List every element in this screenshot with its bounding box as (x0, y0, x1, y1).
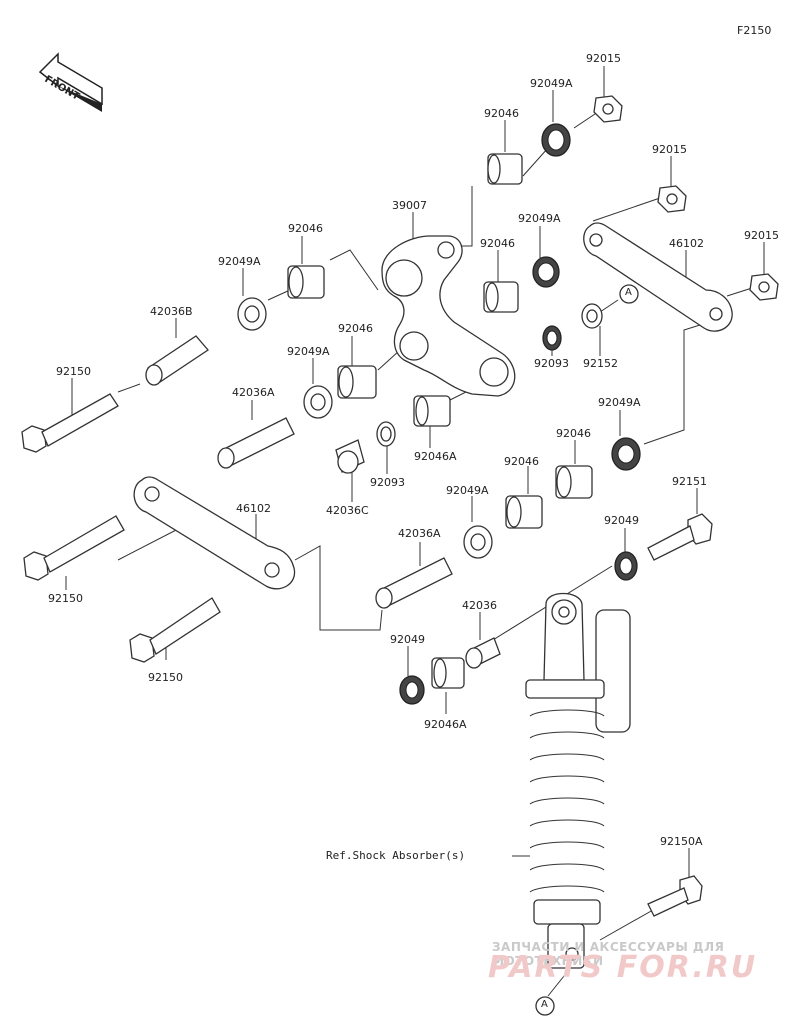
nut-92015-b (657, 185, 687, 213)
tie-rod-46102-lower (133, 476, 296, 590)
part-label: 46102 (669, 237, 704, 250)
part-label: 92049A (518, 212, 561, 225)
bearing-92046-6 (505, 495, 543, 529)
part-label: 92046A (414, 450, 457, 463)
collar-42036b (145, 335, 209, 386)
bolt-92150-3 (129, 597, 221, 663)
part-label: 92150A (660, 835, 703, 848)
seal-92049a-6 (463, 525, 493, 559)
washer-92152 (581, 303, 603, 329)
seal-92049a-2 (532, 256, 560, 288)
seal-92049a-4 (303, 385, 333, 419)
part-label: 92046 (480, 237, 515, 250)
nut-92015-c (749, 273, 779, 301)
bearing-92046-1 (487, 153, 523, 185)
callout-letter: A (625, 287, 632, 298)
bolt-92150-1 (21, 393, 119, 453)
collar-42036c (335, 439, 365, 474)
part-label: 92049A (218, 255, 261, 268)
collar-42036 (465, 637, 501, 669)
part-label: 92049A (530, 77, 573, 90)
bearing-92046a-1 (413, 395, 451, 427)
part-label: 92049A (446, 484, 489, 497)
part-label: 46102 (236, 502, 271, 515)
part-label: 92093 (370, 476, 405, 489)
figure-code: F2150 (737, 24, 772, 37)
part-label: 42036A (232, 386, 275, 399)
bearing-92046-3 (483, 281, 519, 313)
part-label: 92046 (484, 107, 519, 120)
seal-92049-a (614, 551, 638, 581)
seal-92049-b (399, 675, 425, 705)
seal-92049a-1 (541, 123, 571, 157)
seal-92093-a (542, 325, 562, 351)
callout-circle-a-top (619, 284, 639, 304)
callout-circle-a-bottom (535, 996, 555, 1016)
part-label: 92150 (56, 365, 91, 378)
part-label: 92049A (287, 345, 330, 358)
part-label: 92093 (534, 357, 569, 370)
part-label: 92046 (504, 455, 539, 468)
part-label: 92049 (604, 514, 639, 527)
shock-absorber (525, 592, 631, 969)
bearing-92046-2 (287, 265, 325, 299)
tie-rod-46102-upper (583, 222, 733, 332)
collar-42036a-2 (375, 557, 453, 609)
bearing-92046a-2 (431, 657, 465, 689)
callout-letter: A (541, 999, 548, 1010)
part-label: 42036 (462, 599, 497, 612)
part-label: 92049 (390, 633, 425, 646)
nut-92015-a (593, 95, 623, 123)
part-label: 92049A (598, 396, 641, 409)
part-label: 39007 (392, 199, 427, 212)
bolt-92150a (647, 875, 703, 917)
leader-lines (65, 66, 765, 997)
part-label: 42036B (150, 305, 193, 318)
part-label: 92046 (556, 427, 591, 440)
seal-92049a-5 (611, 437, 641, 471)
part-label: 92150 (48, 592, 83, 605)
watermark-brand: PARTS FOR.RU (488, 950, 758, 985)
seal-92093-b (376, 421, 396, 447)
part-label: 42036A (398, 527, 441, 540)
part-label: 92015 (744, 229, 779, 242)
front-arrow-icon (38, 52, 103, 112)
part-label: 92151 (672, 475, 707, 488)
rocker-arm-39007 (381, 235, 516, 397)
part-label: 42036C (326, 504, 369, 517)
reference-label: Ref.Shock Absorber(s) (326, 849, 466, 862)
bolt-92150-2 (23, 515, 125, 581)
bearing-92046-4 (337, 365, 377, 399)
bolt-92151 (647, 513, 713, 561)
part-label: 92046 (288, 222, 323, 235)
part-label: 92152 (583, 357, 618, 370)
part-label: 92046A (424, 718, 467, 731)
part-label: 92150 (148, 671, 183, 684)
watermark-tagline: ЗАПЧАСТИ И АКСЕССУАРЫ ДЛЯ МОТОТЕХНИКИ (492, 940, 725, 968)
part-label: 92046 (338, 322, 373, 335)
seal-92049a-3 (237, 297, 267, 331)
part-label: 92015 (652, 143, 687, 156)
bearing-92046-5 (555, 465, 593, 499)
collar-42036a-1 (217, 417, 295, 469)
part-label: 92015 (586, 52, 621, 65)
